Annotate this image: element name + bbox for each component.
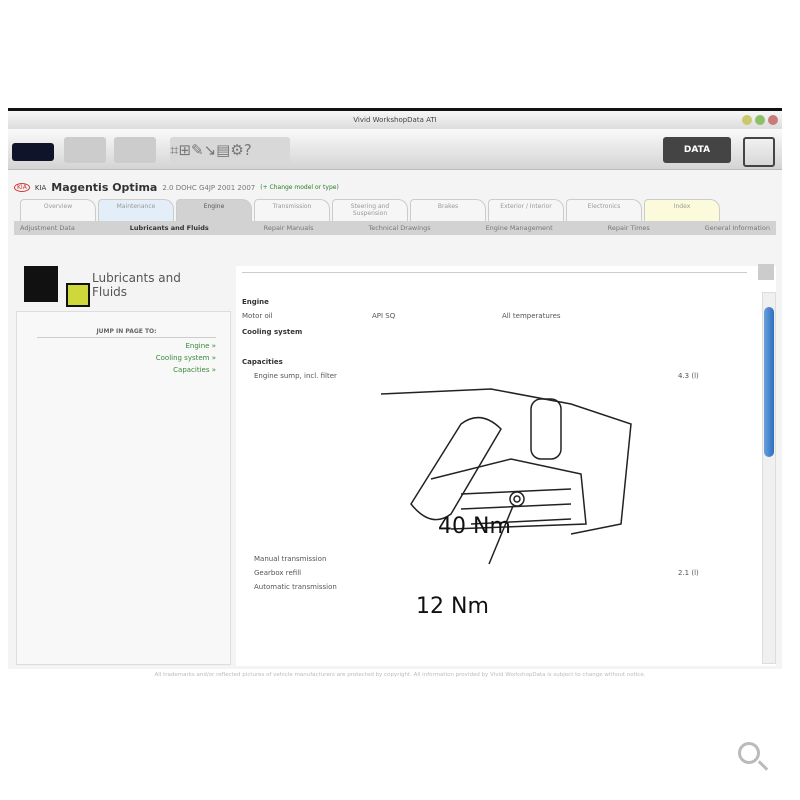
sub-tabs: Adjustment Data Lubricants and Fluids Repa… (14, 221, 776, 235)
tab-steering-and-suspension[interactable]: Steering and Suspension (332, 199, 408, 221)
motor-oil-label: Motor oil (242, 312, 273, 320)
print-button[interactable] (758, 264, 774, 280)
title-bar: Vivid WorkshopData ATI (8, 111, 782, 129)
tab-index[interactable]: Index (644, 199, 720, 221)
jump-link[interactable]: Cooling system » (155, 354, 216, 362)
tab-transmission[interactable]: Transmission (254, 199, 330, 221)
app-window: Vivid WorkshopData ATI ⌗⊞✎↘▤⚙? DATA KIA … (8, 108, 782, 669)
tool-button-3[interactable] (114, 137, 156, 163)
subtab-engine-management[interactable]: Engine Management (485, 224, 553, 232)
tab-engine[interactable]: Engine (176, 199, 252, 221)
close-button[interactable] (768, 115, 778, 125)
oil-drain-diagram (380, 388, 632, 565)
scrollbar[interactable] (762, 292, 776, 664)
vehicle-line: KIA KIA Magentis Optima 2.0 DOHC G4JP 20… (8, 181, 339, 194)
subtab-lubricants-and-fluids[interactable]: Lubricants and Fluids (129, 224, 209, 232)
jump-link[interactable]: Engine » (185, 342, 217, 350)
gearbox-refill-label: Gearbox refill (254, 569, 302, 577)
settings-button[interactable] (743, 137, 775, 167)
model-spec: 2.0 DOHC G4JP 2001 2007 (162, 183, 256, 192)
scrollbar-thumb[interactable] (764, 307, 774, 457)
cooling-heading: Cooling system (242, 328, 303, 336)
zoom-search-icon[interactable] (738, 742, 760, 764)
section-icon (24, 266, 58, 302)
content-pane: Engine Motor oil API SQ All temperatures… (236, 264, 776, 666)
subtab-repair-manuals[interactable]: Repair Manuals (263, 224, 314, 232)
jump-panel: JUMP IN PAGE TO: Engine » Cooling system … (16, 311, 231, 665)
vehicle-select-button[interactable] (12, 143, 54, 161)
automatic-transmission-label: Automatic transmission (254, 583, 337, 591)
gearbox-refill-value: 2.1 (l) (678, 569, 699, 577)
tab-exterior-interior[interactable]: Exterior / Interior (488, 199, 564, 221)
model-name: Magentis Optima (51, 181, 158, 194)
subtab-adjustment-data[interactable]: Adjustment Data (20, 224, 75, 232)
tab-maintenance[interactable]: Maintenance (98, 199, 174, 221)
window-title: Vivid WorkshopData ATI (353, 116, 437, 124)
tab-brakes[interactable]: Brakes (410, 199, 486, 221)
toolbar-icons[interactable]: ⌗⊞✎↘▤⚙? (170, 137, 290, 163)
jump-title: JUMP IN PAGE TO: (37, 328, 216, 338)
tab-overview[interactable]: Overview (20, 199, 96, 221)
sump-value: 4.3 (l) (678, 372, 699, 380)
manual-transmission-label: Manual transmission (254, 555, 327, 563)
zoom-search-icon-handle (757, 760, 769, 771)
subtab-technical-drawings[interactable]: Technical Drawings (368, 224, 431, 232)
torque-label-1: 40 Nm (438, 514, 511, 539)
jump-link[interactable]: Capacities » (173, 366, 216, 374)
engine-heading: Engine (242, 298, 269, 306)
motor-oil-temp: All temperatures (502, 312, 561, 320)
tab-electronics[interactable]: Electronics (566, 199, 642, 221)
make: KIA (34, 183, 47, 192)
divider (242, 272, 747, 273)
sump-label: Engine sump, incl. filter (254, 372, 337, 380)
maximize-button[interactable] (755, 115, 765, 125)
kia-logo: KIA (14, 183, 30, 192)
subtab-general-information[interactable]: General Information (704, 224, 770, 232)
change-model-link[interactable]: (+ Change model or type) (260, 184, 339, 191)
sidebar-title: Lubricants and Fluids (92, 271, 181, 299)
toolbar: ⌗⊞✎↘▤⚙? DATA (8, 129, 782, 170)
subtab-repair-times[interactable]: Repair Times (607, 224, 650, 232)
data-logo: DATA (663, 137, 731, 163)
minimize-button[interactable] (742, 115, 752, 125)
tool-button-2[interactable] (64, 137, 106, 163)
copyright-footer: All trademarks and/or reflected pictures… (154, 672, 646, 678)
oil-can-icon (66, 283, 90, 307)
motor-oil-spec: API SQ (372, 312, 396, 320)
torque-label-2: 12 Nm (416, 596, 489, 616)
capacities-heading: Capacities (242, 358, 283, 366)
